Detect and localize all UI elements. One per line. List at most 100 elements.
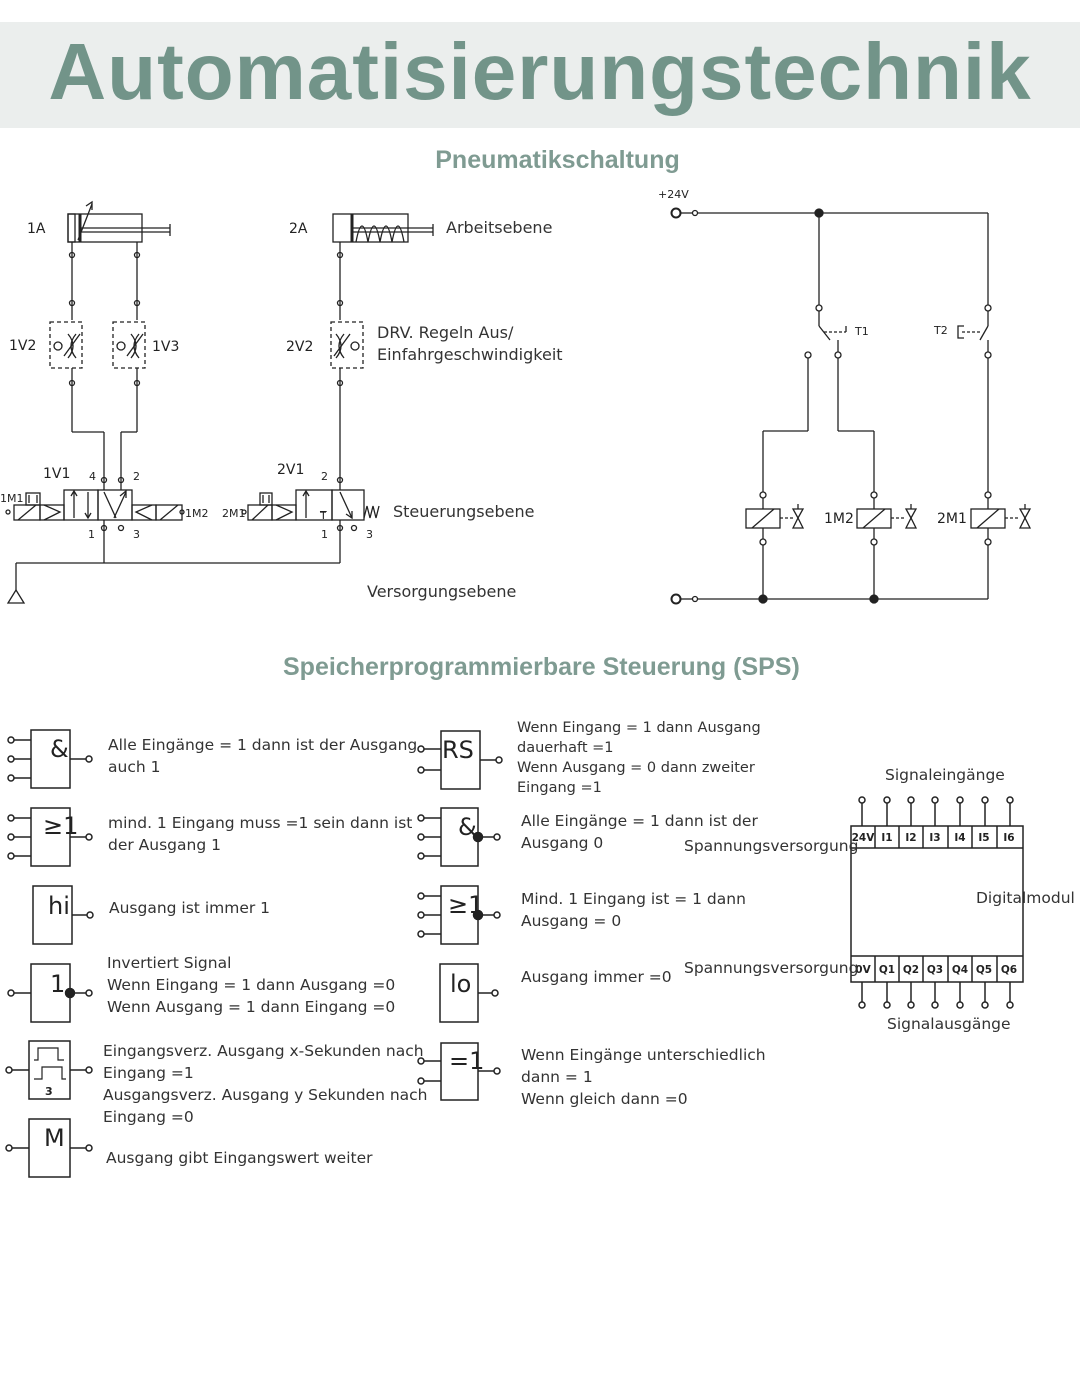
lo-constant-symbol: lo xyxy=(439,963,499,1023)
nand-gate-symbol: & xyxy=(417,807,501,867)
description-line: Ausgang ist immer 1 xyxy=(109,899,271,917)
xor-gate-symbol: =1 xyxy=(417,1042,501,1101)
description-line: Eingangsverz. Ausgang x-Sekunden nach xyxy=(103,1042,424,1060)
description-line: Ausgang gibt Eingangswert weiter xyxy=(106,1149,373,1167)
not-gate-description: Invertiert Signal Wenn Eingang = 1 dann … xyxy=(107,952,395,1018)
label-2m1-coil: 2M1 xyxy=(937,511,967,527)
label-24v: +24V xyxy=(658,188,689,201)
nand-description: Alle Eingänge = 1 dann ist der Ausgang 0 xyxy=(521,810,758,854)
nor-gate-symbol: ≥1 xyxy=(417,885,501,945)
label-1m1: 1M1 xyxy=(0,492,24,505)
pin-label-i2: I2 xyxy=(905,832,916,844)
description-line: Alle Eingänge = 1 dann ist der Ausgang xyxy=(108,736,418,754)
cylinder-1a xyxy=(67,200,171,243)
label-port-1: 1 xyxy=(88,528,95,541)
label-versorgungsebene: Versorgungsebene xyxy=(367,582,516,601)
label-2a: 2A xyxy=(289,221,308,237)
memory-symbol: M xyxy=(5,1118,93,1178)
label-drv-line1: DRV. Regeln Aus/ xyxy=(377,323,514,342)
lo-description: Ausgang immer =0 xyxy=(521,966,672,988)
hi-constant-symbol: hi xyxy=(32,885,94,945)
pin-label-i1: I1 xyxy=(881,832,892,844)
and-gate-symbol: & xyxy=(7,729,93,789)
digital-module-label: Digitalmodul xyxy=(976,889,1075,907)
memory-symbol-text: M xyxy=(44,1124,65,1152)
rs-flipflop-symbol: RS xyxy=(417,730,503,790)
label-2v2: 2V2 xyxy=(286,339,313,355)
description-line: Wenn Eingänge unterschiedlich xyxy=(521,1046,766,1064)
description-line: Wenn Ausgang = 1 dann Eingang =0 xyxy=(107,998,396,1016)
xor-description: Wenn Eingänge unterschiedlich dann = 1 W… xyxy=(521,1044,766,1110)
label-port-3b: 3 xyxy=(366,528,373,541)
label-drv-line2: Einfahrgeschwindigkeit xyxy=(377,345,563,364)
pin-label-q6: Q6 xyxy=(1001,964,1017,976)
electrical-circuit xyxy=(670,207,1032,605)
description-line: Mind. 1 Eingang ist = 1 dann xyxy=(521,890,746,908)
label-port-2b: 2 xyxy=(321,470,328,483)
label-port-4: 4 xyxy=(89,470,96,483)
description-line: Wenn Ausgang = 0 dann zweiter xyxy=(517,760,755,776)
label-t1: T1 xyxy=(854,325,869,338)
label-arbeitsebene: Arbeitsebene xyxy=(446,218,552,237)
page-title: Automatisierungstechnik xyxy=(48,27,1032,116)
throttle-valve-2v2 xyxy=(330,321,364,369)
description-line: Ausgang = 0 xyxy=(521,912,622,930)
label-port-t: T xyxy=(319,509,327,522)
rs-description: Wenn Eingang = 1 dann Ausgang dauerhaft … xyxy=(517,718,761,798)
description-line: Invertiert Signal xyxy=(107,954,232,972)
pin-label-i6: I6 xyxy=(1003,832,1014,844)
power-supply-bottom-label: Spannungsversorgung xyxy=(684,959,859,977)
throttle-valve-1v3 xyxy=(112,321,146,369)
and-symbol-text: & xyxy=(50,735,69,763)
signal-inputs-label: Signaleingänge xyxy=(885,766,1005,784)
description-line: Eingang =1 xyxy=(517,780,602,796)
label-1m2-pneumatic: 1M2 xyxy=(185,507,209,520)
not-symbol-text: 1 xyxy=(50,970,65,998)
memory-description: Ausgang gibt Eingangswert weiter xyxy=(106,1147,373,1169)
not-gate-symbol: 1 xyxy=(7,963,93,1023)
description-line: der Ausgang 1 xyxy=(108,836,221,854)
title-band xyxy=(0,22,1080,128)
or-gate-description: mind. 1 Eingang muss =1 sein dann ist de… xyxy=(108,812,412,856)
timer-symbol-text: 3 xyxy=(45,1085,53,1098)
pin-label-i4: I4 xyxy=(954,832,965,844)
description-line: Wenn gleich dann =0 xyxy=(521,1090,688,1108)
description-line: Wenn Eingang = 1 dann Ausgang xyxy=(517,720,761,736)
description-line: mind. 1 Eingang muss =1 sein dann ist xyxy=(108,814,413,832)
pin-label-i5: I5 xyxy=(978,832,989,844)
cylinder-2a xyxy=(332,213,434,243)
nand-symbol-text: & xyxy=(458,813,477,841)
label-1v2: 1V2 xyxy=(9,338,36,354)
hi-description: Ausgang ist immer 1 xyxy=(109,897,270,919)
pneumatics-heading: Pneumatikschaltung xyxy=(435,146,680,174)
nor-symbol-text: ≥1 xyxy=(448,891,483,919)
description-line: dauerhaft =1 xyxy=(517,740,614,756)
label-2v1: 2V1 xyxy=(277,462,304,478)
label-port-2: 2 xyxy=(133,470,140,483)
xor-symbol-text: =1 xyxy=(449,1047,484,1075)
timer-delay-symbol: 3 xyxy=(5,1040,93,1100)
pin-label-i3: I3 xyxy=(929,832,940,844)
label-steuerungsebene: Steuerungsebene xyxy=(393,502,534,521)
directional-valve-1v1 xyxy=(5,489,185,521)
description-line: Ausgangsverz. Ausgang y Sekunden nach xyxy=(103,1086,428,1104)
label-1a: 1A xyxy=(27,221,46,237)
lo-symbol-text: lo xyxy=(450,970,471,998)
description-line: Eingang =0 xyxy=(103,1108,194,1126)
sps-heading: Speicherprogrammierbare Steuerung (SPS) xyxy=(283,653,800,681)
pin-label-q2: Q2 xyxy=(903,964,919,976)
and-gate-description: Alle Eingänge = 1 dann ist der Ausgang a… xyxy=(108,734,417,778)
label-2m1-pneumatic: 2M1 xyxy=(222,507,246,520)
pin-label-q1: Q1 xyxy=(879,964,895,976)
hi-symbol-text: hi xyxy=(48,892,70,920)
timer-description: Eingangsverz. Ausgang x-Sekunden nach Ei… xyxy=(103,1040,428,1128)
or-symbol-text: ≥1 xyxy=(43,812,78,840)
rs-symbol-text: RS xyxy=(442,736,474,764)
directional-valve-2v1 xyxy=(241,489,380,521)
description-line: Alle Eingänge = 1 dann ist der xyxy=(521,812,758,830)
pneumatic-circuit-diagram: 1A 2A Arbeitsebene 1V2 1V3 2V2 DRV. Rege… xyxy=(0,188,1032,605)
description-line: Ausgang immer =0 xyxy=(521,968,672,986)
pin-label-q3: Q3 xyxy=(927,964,943,976)
power-supply-top-label: Spannungsversorgung xyxy=(684,837,859,855)
label-t2: T2 xyxy=(933,324,948,337)
